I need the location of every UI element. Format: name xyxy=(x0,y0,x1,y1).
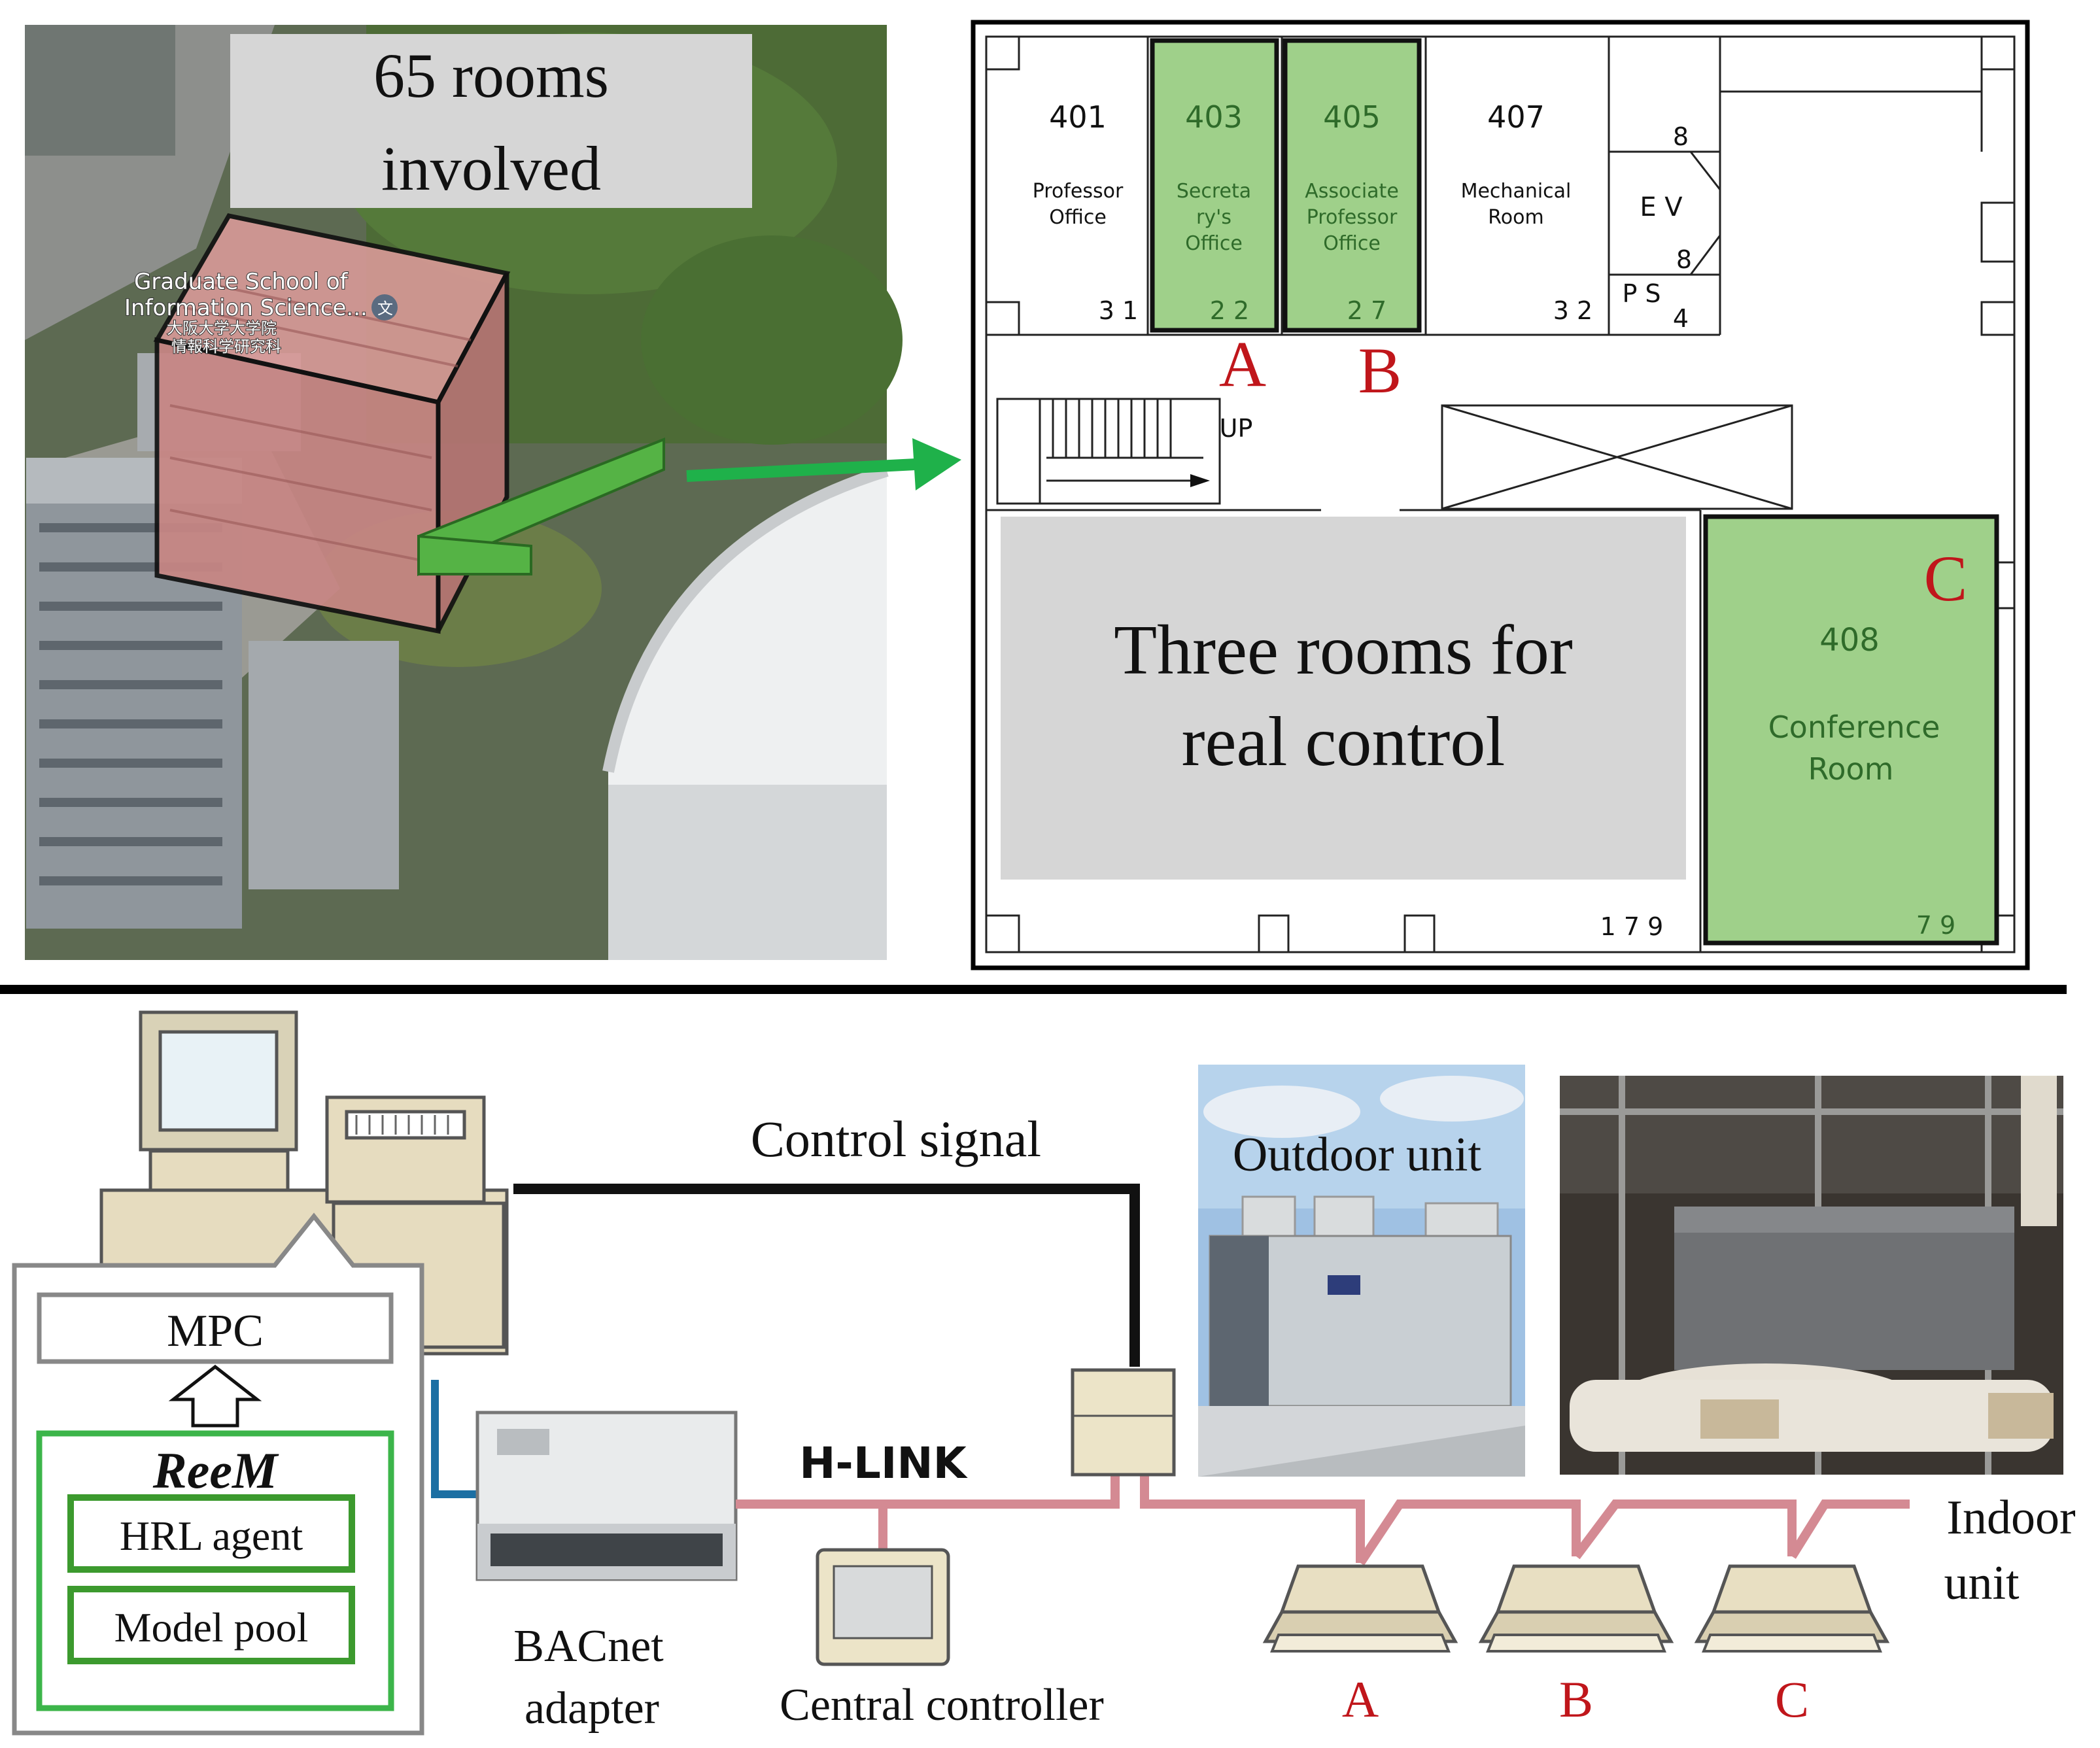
svg-text:401: 401 xyxy=(1049,99,1107,135)
svg-text:Room: Room xyxy=(1808,751,1894,787)
svg-text:Professor: Professor xyxy=(1307,206,1398,229)
central-controller-label: Central controller xyxy=(780,1680,1104,1730)
svg-text:Professor: Professor xyxy=(1033,180,1124,203)
aerial-photo-panel: Graduate School of Information Science..… xyxy=(25,25,903,960)
svg-text:3 1: 3 1 xyxy=(1099,296,1138,325)
zoom-arrow xyxy=(686,438,961,490)
upward-arrow-icon xyxy=(168,1364,262,1428)
map-place-label: Graduate School of Information Science..… xyxy=(124,268,398,356)
room-403: 403 Secreta ry's Office 2 2 xyxy=(1177,99,1251,325)
svg-text:8: 8 xyxy=(1673,122,1689,151)
map-pin-icon xyxy=(371,294,398,320)
svg-text:大阪大学大学院: 大阪大学大学院 xyxy=(167,319,277,337)
central-controller-device xyxy=(816,1548,950,1666)
room-408-highlight xyxy=(1703,514,1999,946)
indoor-cassette-c xyxy=(1694,1564,1890,1653)
system-diagram: MPC ReeM HRL agent Model pool Control si… xyxy=(12,1010,2076,1736)
bacnet-label-line2: adapter xyxy=(525,1683,659,1734)
svg-text:Room: Room xyxy=(1488,206,1543,229)
svg-text:403: 403 xyxy=(1185,99,1243,135)
hrl-agent-box xyxy=(67,1494,355,1573)
headline-line2: involved xyxy=(381,133,601,203)
room-tag-c: C xyxy=(1924,542,1968,615)
outdoor-unit-label-text: Outdoor unit xyxy=(1233,1128,1482,1182)
svg-text:2 7: 2 7 xyxy=(1347,296,1386,325)
headline-box xyxy=(230,34,752,208)
indoor-tag-b: B xyxy=(1559,1671,1593,1728)
mpc-box xyxy=(37,1292,394,1364)
room-405: 405 Associate Professor Office 2 7 xyxy=(1305,99,1399,325)
bacnet-adapter-device xyxy=(475,1411,738,1581)
outdoor-unit-photo xyxy=(1198,1065,1525,1477)
room-401: 401 Professor Office 3 1 xyxy=(1033,99,1139,325)
model-pool-label: Model pool xyxy=(114,1604,309,1651)
headline-line1: 65 rooms xyxy=(373,41,609,111)
svg-text:Graduate School of: Graduate School of xyxy=(134,269,349,295)
svg-text:Information Science...: Information Science... xyxy=(124,295,368,321)
svg-text:Conference: Conference xyxy=(1768,710,1940,745)
indoor-unit-label-line2: unit xyxy=(1944,1556,2020,1610)
junction-box xyxy=(1071,1368,1176,1477)
stair-direction-arrow xyxy=(1190,474,1210,487)
indoor-cassette-b xyxy=(1478,1564,1674,1653)
indoor-unit-label-line1: Indoor xyxy=(1946,1491,2075,1545)
bacnet-label-line1: BACnet xyxy=(513,1621,664,1671)
svg-text:Office: Office xyxy=(1049,206,1107,229)
svg-text:Office: Office xyxy=(1323,232,1381,255)
corridor-count: 1 7 9 xyxy=(1600,912,1664,941)
room-tag-a: A xyxy=(1219,328,1266,400)
svg-text:Mechanical: Mechanical xyxy=(1461,180,1572,203)
control-signal-line xyxy=(513,1184,1140,1367)
callout-line2: real control xyxy=(1182,703,1506,781)
callout-line1: Three rooms for xyxy=(1114,611,1573,689)
h-link-label: H-LINK xyxy=(799,1438,968,1488)
svg-text:P S: P S xyxy=(1622,279,1661,308)
svg-text:Associate: Associate xyxy=(1305,180,1399,203)
svg-text:ry's: ry's xyxy=(1196,206,1231,229)
room-tag-b: B xyxy=(1358,334,1402,407)
svg-text:Secreta: Secreta xyxy=(1177,180,1251,203)
stair-up-label: UP xyxy=(1220,414,1253,443)
room-403-highlight xyxy=(1150,38,1279,333)
svg-text:E V: E V xyxy=(1640,192,1683,222)
svg-text:情報科学研究科: 情報科学研究科 xyxy=(171,337,281,356)
indoor-unit-photo xyxy=(1560,1076,2063,1475)
ethernet-cable xyxy=(431,1380,477,1498)
model-pool-box xyxy=(67,1586,355,1664)
mpc-label: MPC xyxy=(167,1306,264,1356)
floor-plan: 401 Professor Office 3 1 403 Secreta ry'… xyxy=(971,20,2030,970)
room-405-highlight xyxy=(1282,38,1422,333)
svg-text:7 9: 7 9 xyxy=(1916,911,1955,940)
indoor-cassette-a xyxy=(1262,1564,1458,1653)
section-divider xyxy=(0,985,2067,994)
hrl-agent-label: HRL agent xyxy=(120,1513,303,1559)
h-link-bus xyxy=(736,1475,1910,1566)
callout-box xyxy=(1001,517,1686,880)
svg-text:8: 8 xyxy=(1676,245,1692,274)
elevator-and-shaft: 8 E V 8 P S 4 xyxy=(1622,122,1692,333)
svg-text:3 2: 3 2 xyxy=(1553,296,1592,325)
indoor-tag-c: C xyxy=(1775,1671,1809,1728)
room-407: 407 Mechanical Room 3 2 xyxy=(1461,99,1593,325)
control-signal-label: Control signal xyxy=(751,1110,1041,1167)
svg-text:4: 4 xyxy=(1673,304,1689,333)
svg-text:Office: Office xyxy=(1185,232,1243,255)
room-408: 408 Conference Room 7 9 xyxy=(1768,622,1956,940)
svg-text:2 2: 2 2 xyxy=(1210,296,1249,325)
svg-text:文: 文 xyxy=(377,300,393,318)
svg-text:408: 408 xyxy=(1819,622,1880,659)
svg-text:407: 407 xyxy=(1487,99,1545,135)
reem-label: ReeM xyxy=(152,1442,279,1499)
indoor-tag-a: A xyxy=(1342,1671,1379,1728)
svg-text:405: 405 xyxy=(1323,99,1381,135)
